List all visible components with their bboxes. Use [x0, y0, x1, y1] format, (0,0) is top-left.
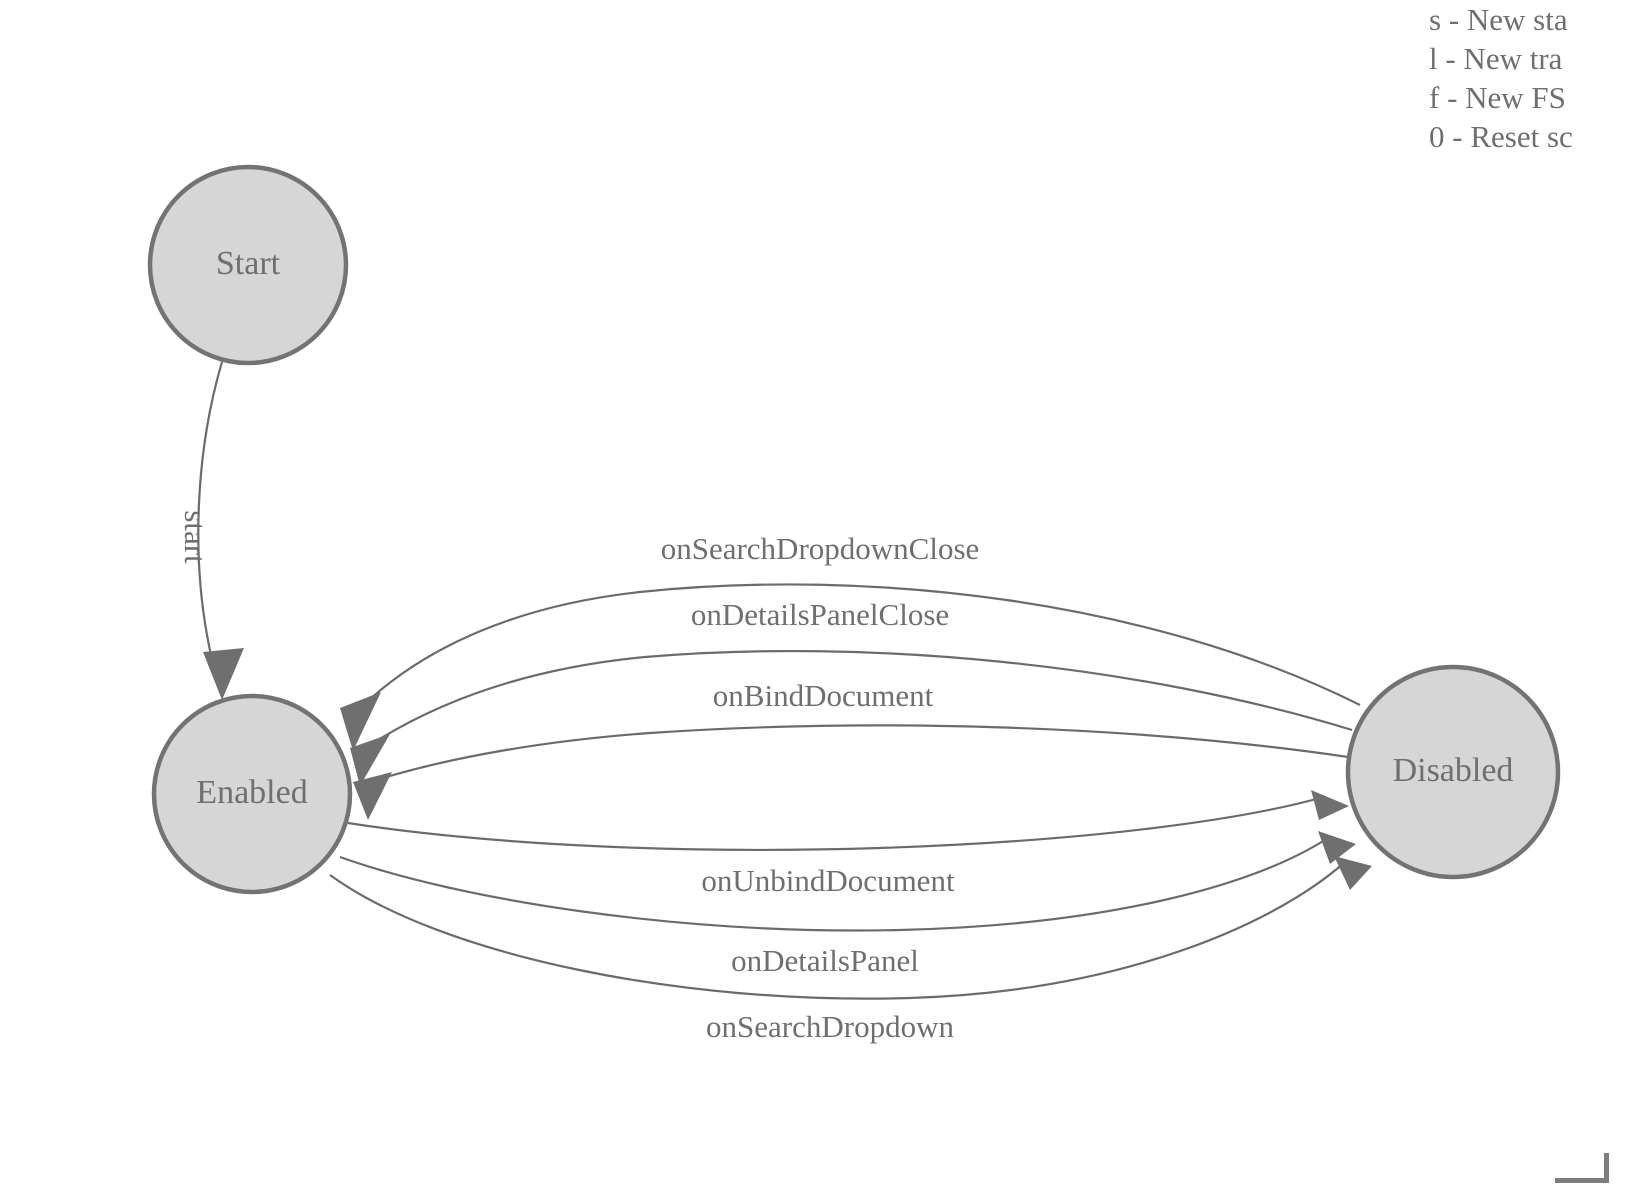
legend-line-new-state: s - New sta	[1429, 2, 1568, 37]
edge-enabled-to-disabled-onunbinddocument[interactable]	[347, 790, 1349, 851]
edge-arrowhead-onbinddocument	[353, 772, 392, 820]
edge-label-ondetailspanel: onDetailsPanel	[731, 943, 919, 978]
edge-path-onunbinddocument	[347, 796, 1321, 851]
node-disabled-circle	[1345, 664, 1561, 880]
edge-label-onsearchdropdown: onSearchDropdown	[706, 1009, 954, 1044]
edge-arrowhead-start	[203, 648, 244, 700]
node-disabled-label: Disabled	[1393, 752, 1514, 789]
node-start-circle	[147, 164, 349, 366]
edge-label-onsearchdropdownclose: onSearchDropdownClose	[661, 531, 980, 566]
edge-path-onsearchdropdownclose	[368, 583, 1361, 706]
node-enabled-label: Enabled	[196, 774, 307, 811]
node-start[interactable]: Start	[147, 164, 349, 366]
shortcut-legend: s - New sta l - New tra f - New FS 0 - R…	[1429, 0, 1632, 156]
edge-enabled-to-disabled-onsearchdropdown[interactable]	[329, 856, 1372, 1000]
window-frame-corner	[1555, 1153, 1609, 1183]
edge-arrowhead-onsearchdropdown	[1334, 856, 1372, 890]
edge-arrowhead-onunbinddocument	[1311, 790, 1349, 820]
edge-disabled-to-enabled-ondetailspanelclose[interactable]	[350, 649, 1353, 786]
edge-disabled-to-enabled-onsearchdropdownclose[interactable]	[340, 583, 1361, 751]
edge-label-start: start	[178, 510, 213, 564]
edge-label-onunbinddocument: onUnbindDocument	[701, 863, 955, 898]
edge-arrowhead-ondetailspanelclose	[350, 734, 390, 786]
edge-start-to-enabled[interactable]	[197, 361, 244, 700]
edge-label-ondetailspanelclose: onDetailsPanelClose	[691, 597, 949, 632]
node-start-label: Start	[216, 245, 281, 282]
legend-line-new-fsm: f - New FS	[1429, 80, 1566, 115]
node-enabled-circle	[151, 693, 353, 895]
edge-arrowhead-onsearchdropdownclose	[340, 692, 381, 751]
edge-path-ondetailspanel	[339, 837, 1329, 932]
node-disabled[interactable]: Disabled	[1345, 664, 1561, 880]
edge-label-onbinddocument: onBindDocument	[713, 678, 934, 713]
legend-line-reset-scale: 0 - Reset sc	[1429, 119, 1573, 154]
edge-arrowhead-ondetailspanel	[1318, 831, 1356, 864]
legend-line-new-transition: l - New tra	[1429, 41, 1563, 76]
node-enabled[interactable]: Enabled	[151, 693, 353, 895]
edge-disabled-to-enabled-onbinddocument[interactable]	[353, 724, 1349, 820]
edge-path-start	[197, 361, 224, 656]
edge-path-onbinddocument	[382, 724, 1349, 780]
edge-path-onsearchdropdown	[329, 861, 1346, 1000]
edge-enabled-to-disabled-ondetailspanel[interactable]	[339, 831, 1356, 932]
edge-path-ondetailspanelclose	[377, 649, 1353, 741]
